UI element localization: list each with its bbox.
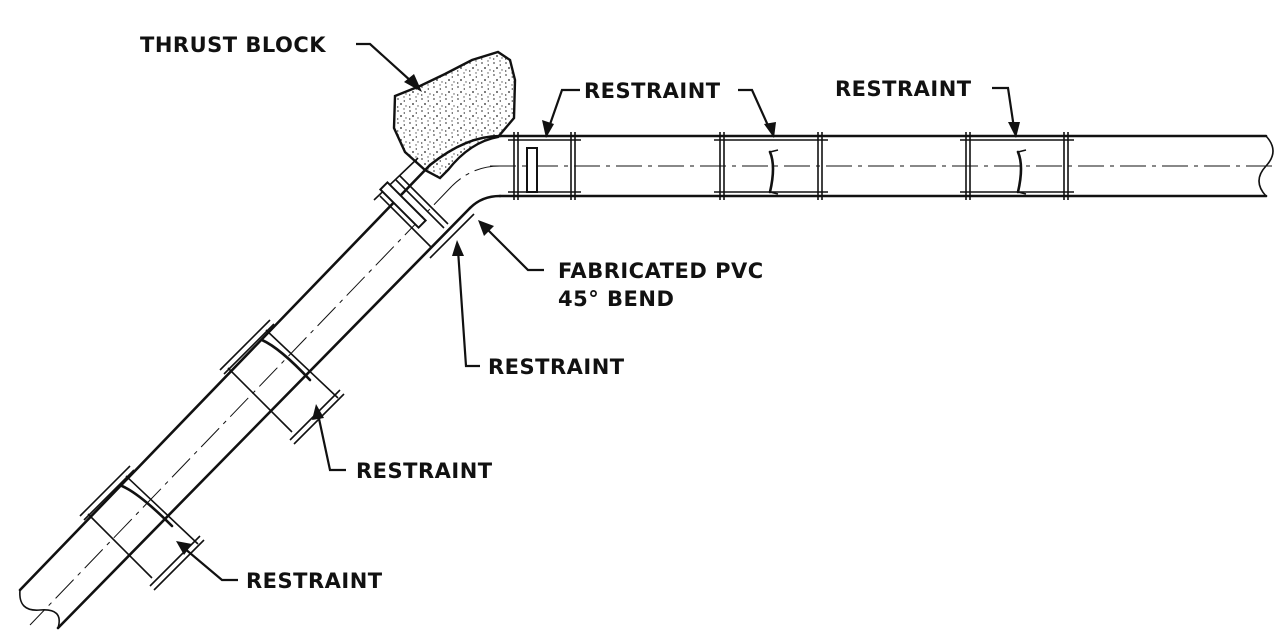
label-restraint-top-right: RESTRAINT [835, 77, 972, 101]
restraint-bend-diagonal [373, 157, 475, 259]
label-restraint-bend: RESTRAINT [488, 355, 625, 379]
label-restraint-top-left: RESTRAINT [584, 79, 721, 103]
diagonal-pipe [18, 163, 472, 630]
restraint-horizontal-2 [714, 132, 828, 200]
label-bend-line1: FABRICATED PVC [558, 259, 764, 283]
leader-restraint-low [176, 541, 238, 582]
leader-thrust-block [356, 42, 422, 92]
label-restraint-mid: RESTRAINT [356, 459, 493, 483]
restraint-diagonal-low [79, 465, 205, 591]
leader-pvc-bend [478, 220, 544, 272]
thrust-block [392, 50, 517, 180]
label-restraint-low: RESTRAINT [246, 569, 383, 593]
restraint-diagonal-mid [219, 319, 345, 445]
pvc-45-bend [428, 134, 502, 210]
restraint-horizontal-3 [960, 132, 1074, 200]
leader-restraint-top-right [992, 86, 1020, 138]
label-thrust-block: THRUST BLOCK [140, 33, 326, 57]
label-bend-line2: 45° BEND [558, 287, 674, 311]
leader-restraint-bend [452, 240, 480, 368]
leader-restraint-top-left [542, 88, 776, 138]
horizontal-pipe [490, 134, 1274, 198]
restraint-bend-horizontal [508, 132, 581, 200]
leader-restraint-mid [312, 404, 346, 472]
